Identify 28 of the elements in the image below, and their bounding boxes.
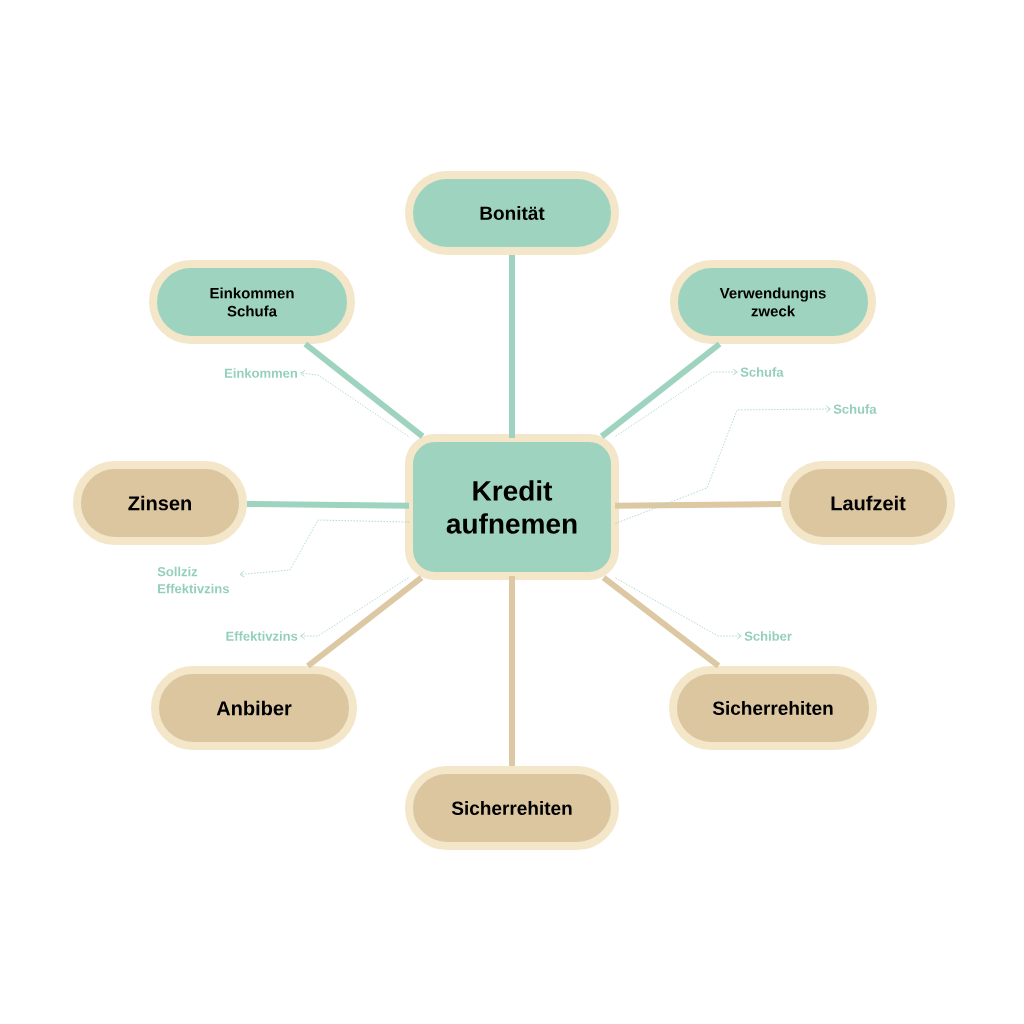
annotation-text: Schufa [740, 367, 784, 377]
connector [615, 368, 738, 437]
connector [614, 405, 831, 524]
topic-pill: Verwendungns zweck [670, 260, 876, 344]
connector [599, 341, 722, 439]
annotation-text: Effektivzins [226, 631, 298, 641]
connector [306, 575, 424, 669]
connector [614, 500, 782, 509]
connector [615, 577, 742, 640]
topic-pill: Einkommen Schufa [149, 260, 355, 344]
connector [601, 575, 721, 669]
annotation-text: Schufa [833, 404, 877, 414]
connector [246, 501, 410, 509]
topic-pill: Sicherrehiten [405, 766, 619, 850]
central-box: Kredit aufnemen [405, 434, 619, 580]
connector [239, 519, 410, 578]
topic-pill: Bonität [405, 171, 619, 255]
topic-pill: Zinsen [73, 461, 247, 545]
connector [509, 576, 515, 766]
topic-pill: Sicherrehiten [669, 666, 877, 750]
annotation-text: Einkommen [225, 368, 297, 378]
annotation-text: Sollziz Effektivzins [157, 566, 229, 594]
topic-pill: Laufzeit [781, 461, 955, 545]
connector [300, 370, 409, 437]
connector [303, 341, 425, 439]
topic-pill: Anbiber [151, 666, 357, 750]
connector [300, 577, 409, 640]
annotation-text: Schiber [744, 631, 792, 641]
